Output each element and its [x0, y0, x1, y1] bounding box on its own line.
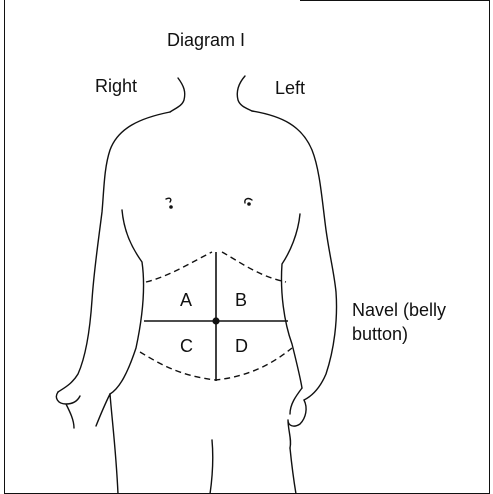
right-torso-side-outline	[110, 210, 144, 394]
left-torso-side-outline	[281, 214, 302, 388]
quadrant-label-b: B	[235, 290, 247, 310]
right-nipple	[166, 198, 171, 202]
right-hand-outline	[56, 392, 110, 428]
left-nipple-dot	[247, 202, 251, 206]
quadrant-label-d: D	[235, 336, 248, 356]
navel-dot	[212, 317, 219, 324]
quadrant-label-c: C	[180, 336, 193, 356]
left-hand-outline	[288, 388, 306, 448]
neck-right-outline	[170, 78, 185, 112]
left-thigh-outline	[290, 448, 296, 494]
inner-leg-line	[210, 440, 213, 494]
right-shoulder-arm-outline	[58, 112, 170, 392]
left-shoulder-arm-outline	[252, 111, 337, 400]
right-nipple-dot	[169, 205, 173, 209]
neck-left-outline	[237, 76, 252, 111]
quadrant-label-a: A	[180, 290, 192, 310]
right-thigh-outline	[110, 394, 118, 494]
